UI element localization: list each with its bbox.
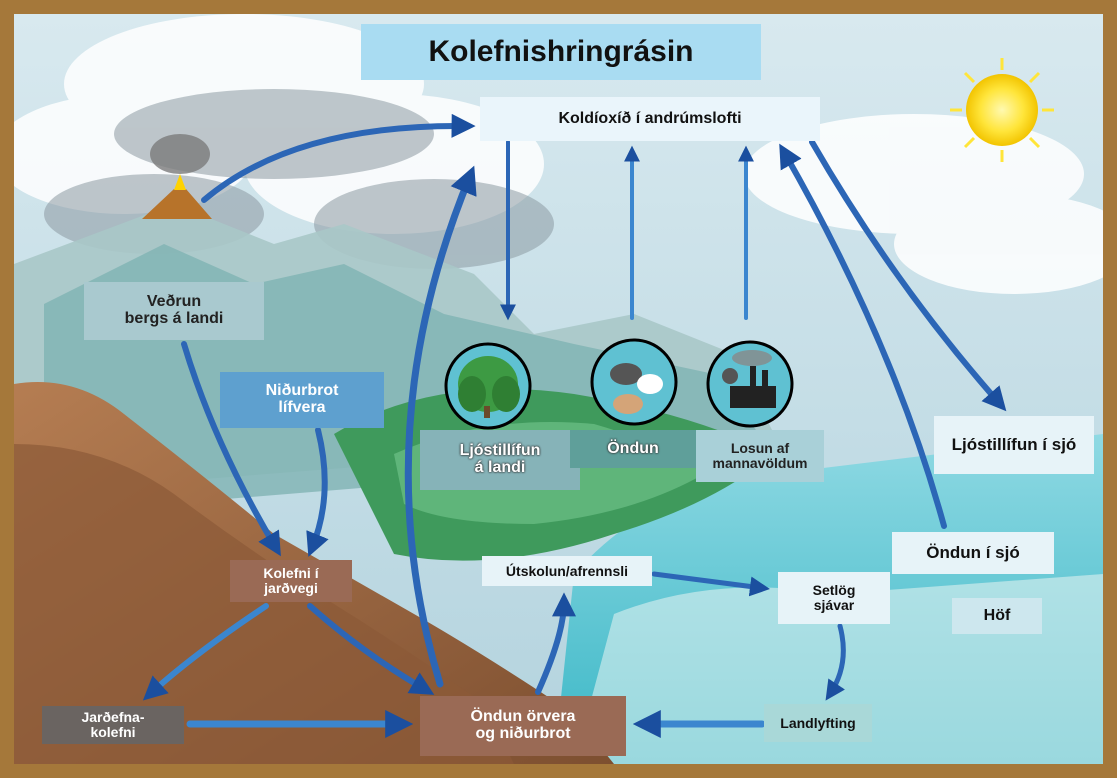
scene: Kolefnishringrásin Koldíoxíð í andrúmslo… bbox=[14, 14, 1103, 764]
rabbits-icon bbox=[590, 338, 678, 426]
diagram-title: Kolefnishringrásin bbox=[361, 24, 761, 80]
runoff-node: Útskolun/afrennsli bbox=[482, 556, 652, 586]
ocean-respiration-node: Öndun í sjó bbox=[892, 532, 1054, 574]
respiration-node: Öndun bbox=[570, 430, 696, 468]
volcano-icon bbox=[142, 134, 212, 219]
uplift-node: Landlyfting bbox=[764, 704, 872, 742]
reefs-node: Höf bbox=[952, 598, 1042, 634]
atmosphere-co2-node: Koldíoxíð í andrúmslofti bbox=[480, 97, 820, 141]
ocean-photosynthesis-node: Ljóstillífun í sjó bbox=[934, 416, 1094, 474]
sun-icon bbox=[950, 58, 1054, 162]
factory-icon bbox=[706, 340, 794, 428]
fossil-fuels-node: Jarðefna-kolefni bbox=[42, 706, 184, 744]
trees-icon bbox=[444, 342, 532, 430]
